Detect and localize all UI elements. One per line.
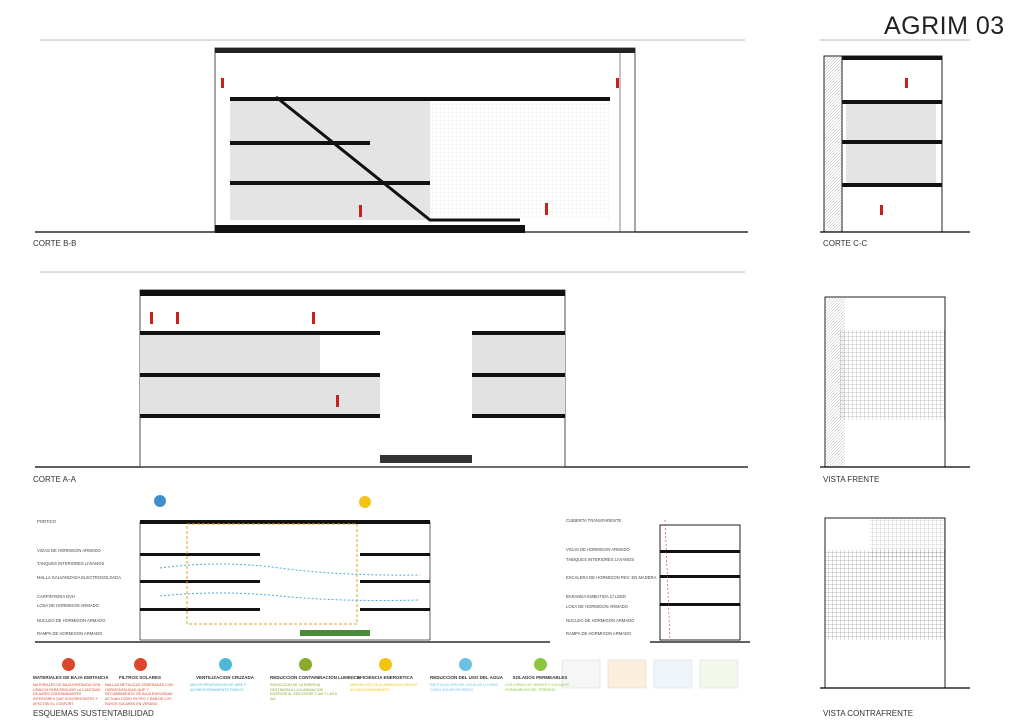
legend-desc: MAYOR RENOVACION DE AIRE Y ACONDICIONAMI… (190, 683, 247, 692)
human-figures (150, 78, 908, 407)
legend-item: SOLADOS PERMEABLES LOS ESPACIOS VERDES Y … (505, 658, 575, 692)
note: LOSA DE HORMIGON ARMADO (566, 604, 628, 609)
vista-contrafrente-drawing (820, 517, 970, 689)
legend-item: VENTILIZACION CRUZADA MAYOR RENOVACION DE… (190, 658, 260, 692)
note: TANQUES INTERIORES LIVIANOS (37, 561, 105, 566)
legend-desc: MALLAS METALICAS ORDENADAS CON HORIZONTA… (105, 683, 174, 706)
legend-icon (133, 658, 147, 671)
sustainability-section-drawing (35, 495, 750, 643)
legend-desc: MATERIALES DE BAJA EMITANCIA SON USADOS … (33, 683, 101, 706)
corte-bb-drawing (35, 39, 748, 233)
legend-icon (298, 658, 312, 671)
legend-item: REDUCCION CONTAMINACION LUMINICA REDUCCIO… (270, 658, 361, 702)
legend-name: FILTROS SOLARES (119, 675, 161, 680)
corte-cc-drawing (820, 39, 970, 233)
note: CARPINTERIA DVH (37, 594, 75, 599)
vista-frente-drawing (820, 296, 970, 468)
corte-aa-label: CORTE A-A (33, 475, 76, 484)
legend-desc: REUTILIZACION DEL AGUA DE LLUVIAS COMO A… (430, 683, 498, 692)
note: VIGAS DE HORMIGON ARMADO (566, 547, 630, 552)
vista-contrafrente-label: VISTA CONTRAFRENTE (823, 709, 914, 718)
vista-frente-label: VISTA FRENTE (823, 475, 880, 484)
sheet-title: AGRIM 03 (884, 12, 1005, 40)
note: TABIQUES INTERIORES LIVIANOS (566, 557, 635, 562)
note: LOSA DE HORMIGON ARMADO (37, 603, 99, 608)
legend-icon (378, 658, 392, 671)
legend-name: VENTILIZACION CRUZADA (196, 675, 254, 680)
legend-desc: REDUCCION DE LA ENERGIA DESTINADA A LA I… (270, 683, 338, 702)
legend-item: REDUCCION DEL USO DEL AGUA REUTILIZACION … (430, 658, 503, 692)
legend-name: EFICIENCIA ENERGETICA (356, 675, 414, 680)
mini-charts (561, 659, 739, 689)
note: RAMPA DE HORMIGON ARMADO (37, 631, 103, 636)
legend-item: FILTROS SOLARES MALLAS METALICAS ORDENADA… (105, 658, 175, 706)
note: NUCLEO DE HORMIGON ARMADO (566, 618, 635, 623)
corte-cc-label: CORTE C-C (823, 239, 868, 248)
legend-name: REDUCCION DEL USO DEL AGUA (430, 675, 503, 680)
legend-desc: LOS ESPACIOS VERDES Y SOLADOS PERMEABLES… (505, 683, 569, 692)
esquemas-label: ESQUEMAS SUSTENTABILIDAD (33, 709, 154, 718)
note: ESCALERA DE HORMIGON REV. EN MADERA (566, 575, 657, 580)
legend-desc: MENOR USO DE ILUMINACION MENOR ACONDICIO… (350, 683, 418, 692)
legend-name: MATERIALES DE BAJA EMITANCIA (33, 675, 109, 680)
corte-bb-label: CORTE B-B (33, 239, 77, 248)
legend-item: EFICIENCIA ENERGETICA MENOR USO DE ILUMIN… (350, 658, 420, 692)
legend-name: SOLADOS PERMEABLES (512, 675, 568, 680)
legend-item: MATERIALES DE BAJA EMITANCIA MATERIALES D… (33, 658, 109, 706)
legend-icon (61, 658, 75, 671)
note: NUCLEO DE HORMIGON ARMADO (37, 618, 106, 623)
note: MALLA GALVANIZADA ELECTROSOLDADA (37, 575, 122, 580)
legend-name: REDUCCION CONTAMINACION LUMINICA (270, 675, 361, 680)
note: BARANDA EMBUTIDA C/ LEED (566, 594, 627, 599)
corte-aa-drawing (35, 271, 748, 468)
legend-icon (533, 658, 547, 671)
note: PORTICO (37, 519, 57, 524)
note: VIGAS DE HORMIGON ARMADO (37, 548, 101, 553)
legend-icon (458, 658, 472, 671)
note: RAMPA DE HORMIGON ARMADO (566, 631, 632, 636)
note: CUBIERTA TRANSPARENTE (566, 518, 622, 523)
legend-icon (218, 658, 232, 671)
